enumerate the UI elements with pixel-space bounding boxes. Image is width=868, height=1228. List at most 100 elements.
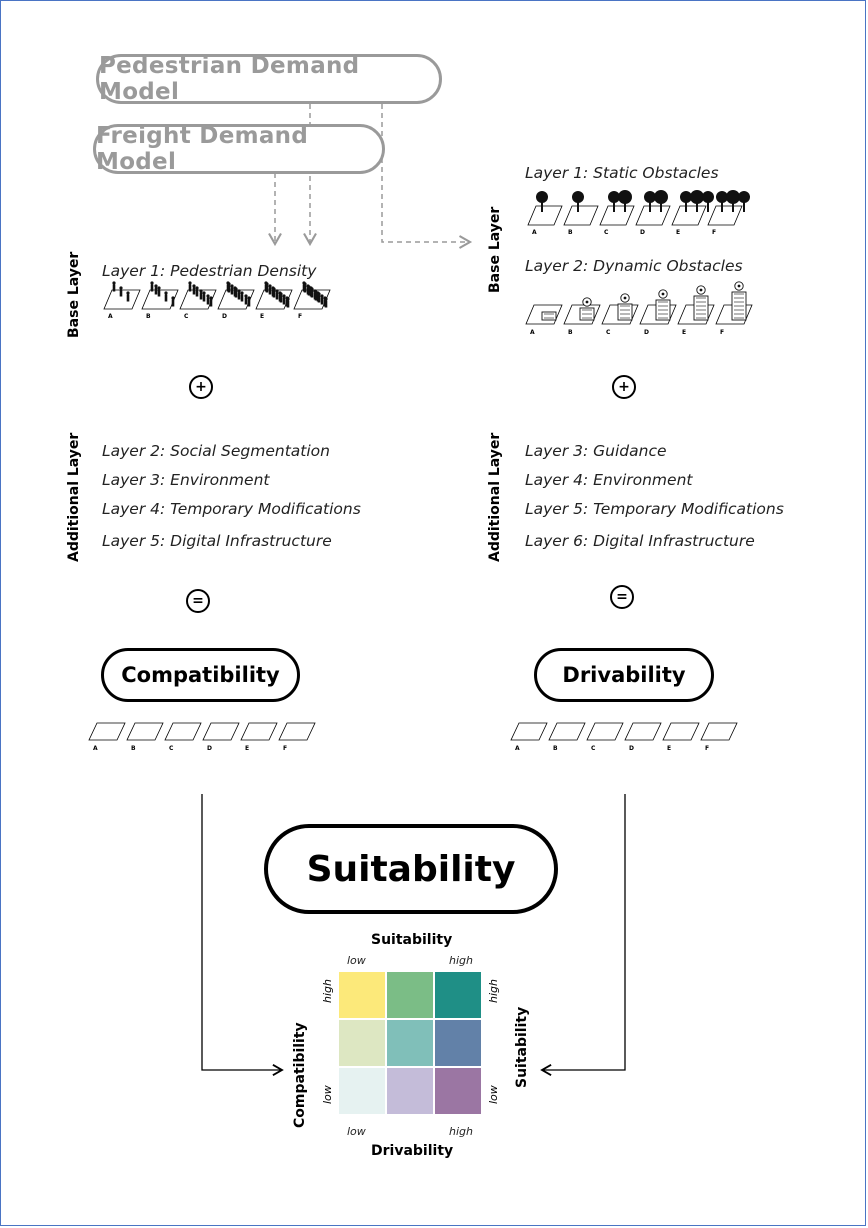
tile-letter: D xyxy=(640,229,645,236)
right-layer6-label: Layer 6: Digital Infrastructure xyxy=(525,532,755,550)
freight-demand-model: Freight Demand Model xyxy=(93,123,385,175)
matrix-bottom-title: Drivability xyxy=(371,1143,454,1159)
tree-icon xyxy=(654,190,668,204)
tile-d xyxy=(202,722,240,741)
tree-trunk xyxy=(732,202,734,212)
tile-f xyxy=(700,722,738,741)
suitability-pill: Suitability xyxy=(264,824,558,914)
pedestrian-body xyxy=(234,290,238,298)
pedestrian-icon xyxy=(279,292,283,296)
tile-b xyxy=(548,722,586,741)
tile-c xyxy=(586,722,624,741)
pedestrian-body xyxy=(157,289,161,297)
pedestrian-body xyxy=(286,300,290,308)
pedestrian-body xyxy=(314,293,318,301)
matrix-cell-r0-c2 xyxy=(435,972,481,1018)
pedestrian-icon xyxy=(237,289,241,293)
matrix-left-title: Compatibility xyxy=(292,1022,308,1128)
tree-icon xyxy=(608,191,620,203)
pedestrian-icon xyxy=(171,296,175,300)
tile-letter: C xyxy=(591,745,596,752)
compatibility-pill: Compatibility xyxy=(101,648,300,702)
tile-letter: E xyxy=(682,329,686,336)
pedestrian-icon xyxy=(192,284,196,288)
tile-letter: B xyxy=(131,745,136,752)
pedestrian-icon xyxy=(320,294,324,298)
pedestrian-body xyxy=(268,287,272,295)
tile-b xyxy=(126,722,164,741)
tile-letter: D xyxy=(222,313,227,320)
tree-icon xyxy=(702,191,714,203)
tree-trunk xyxy=(613,202,615,212)
tile-b xyxy=(563,205,599,226)
pedestrian-body xyxy=(320,297,324,305)
tile-letter: A xyxy=(532,229,537,236)
pedestrian-icon xyxy=(324,297,328,301)
pedestrian-icon xyxy=(119,286,123,290)
pedestrian-body xyxy=(237,292,241,300)
tile-letter: F xyxy=(705,745,709,752)
tile-e xyxy=(240,722,278,741)
tree-icon xyxy=(726,190,740,204)
pedestrian-body xyxy=(199,292,203,300)
pedestrian-body xyxy=(202,294,206,302)
tile-letter: D xyxy=(644,329,649,336)
tree-icon xyxy=(572,191,584,203)
tile-letter: A xyxy=(515,745,520,752)
pedestrian-icon xyxy=(275,289,279,293)
pedestrian-icon xyxy=(310,287,314,291)
tile-letter: A xyxy=(530,329,535,336)
left-layer2-label: Layer 2: Social Segmentation xyxy=(102,442,330,460)
pedestrian-body xyxy=(171,299,175,307)
pedestrian-icon xyxy=(307,285,311,289)
matrix-top-high: high xyxy=(449,954,473,967)
pedestrian-icon xyxy=(286,297,290,301)
tile-letter: A xyxy=(108,313,113,320)
building-icon xyxy=(541,311,557,321)
right-equals-operator: = xyxy=(610,585,634,609)
matrix-cell-r0-c1 xyxy=(387,972,433,1018)
matrix-left-high-rot: high xyxy=(321,979,334,1003)
pedestrian-body xyxy=(247,299,251,307)
pedestrian-icon xyxy=(157,286,161,290)
right-layer3-label: Layer 3: Guidance xyxy=(525,442,667,460)
pedestrian-icon xyxy=(272,287,276,291)
pedestrian-body xyxy=(324,300,328,308)
tree-icon xyxy=(738,191,750,203)
pedestrian-body xyxy=(227,285,231,293)
pedestrian-icon xyxy=(206,294,210,298)
tile-f xyxy=(278,722,316,741)
right-layer1-label: Layer 1: Static Obstacles xyxy=(525,164,719,182)
tile-a xyxy=(510,722,548,741)
tile-letter: E xyxy=(260,313,264,320)
pedestrian-body xyxy=(282,297,286,305)
matrix-top-low: low xyxy=(347,954,366,967)
tile-letter: B xyxy=(553,745,558,752)
pedestrian-body xyxy=(272,290,276,298)
matrix-bottom-low: low xyxy=(347,1125,366,1138)
tree-icon xyxy=(536,191,548,203)
tree-trunk xyxy=(541,202,543,212)
pedestrian-body xyxy=(310,290,314,298)
matrix-cell-r1-c2 xyxy=(435,1020,481,1066)
pedestrian-icon xyxy=(314,290,318,294)
left-layer1-label: Layer 1: Pedestrian Density xyxy=(102,262,317,280)
pedestrian-icon xyxy=(317,292,321,296)
pedestrian-body xyxy=(164,294,168,302)
pedestrian-icon xyxy=(282,294,286,298)
pedestrian-icon xyxy=(227,282,231,286)
pin-dot xyxy=(661,292,665,296)
tree-trunk xyxy=(707,202,709,212)
pedestrian-icon xyxy=(154,284,158,288)
tile-letter: D xyxy=(629,745,634,752)
pedestrian-body xyxy=(119,289,123,297)
tile-letter: D xyxy=(207,745,212,752)
tile-letter: F xyxy=(720,329,724,336)
tile-letter: E xyxy=(676,229,680,236)
pedestrian-demand-model: Pedestrian Demand Model xyxy=(96,53,442,105)
right-plus-operator: + xyxy=(612,375,636,399)
pedestrian-icon xyxy=(209,296,213,300)
pedestrian-icon xyxy=(265,282,269,286)
tree-icon xyxy=(680,191,692,203)
